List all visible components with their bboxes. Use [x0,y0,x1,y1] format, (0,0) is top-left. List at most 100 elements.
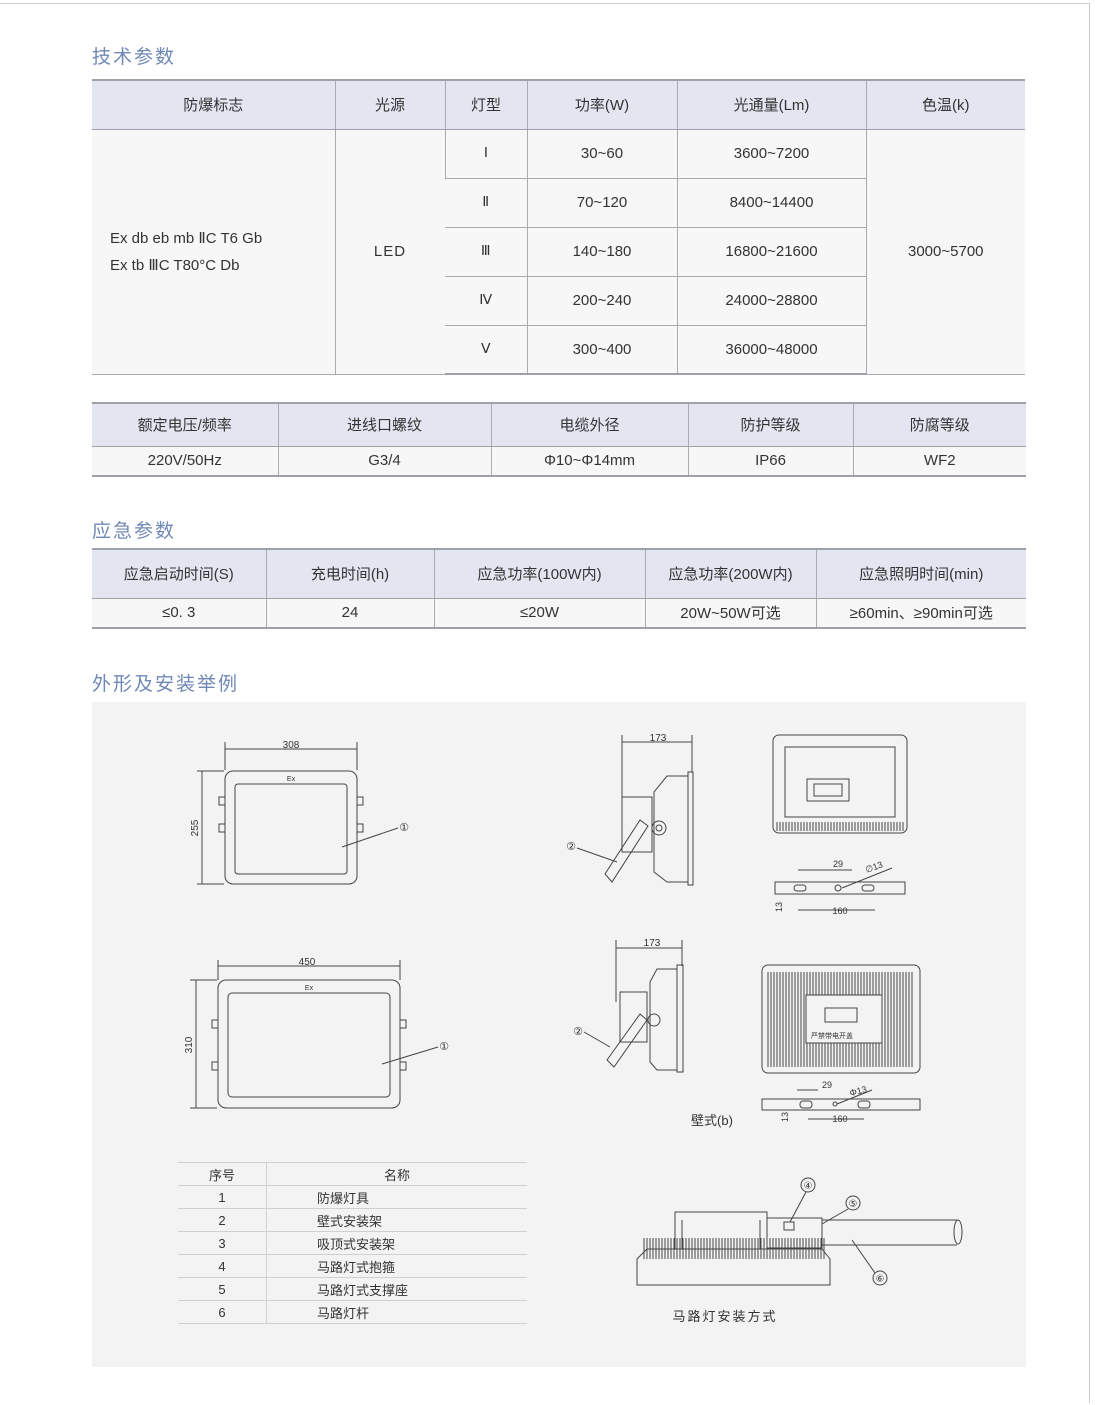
header-lamp-type: 灯型 [444,79,527,130]
flux-cell: 24000~28800 [676,276,866,326]
callout-4: ④ [804,1181,813,1192]
header-start-time: 应急启动时间(S) [92,548,266,599]
header-voltage: 额定电压/频率 [92,402,278,447]
header-flux: 光通量(Lm) [676,79,866,130]
side-view-1: 173 ② [566,733,694,886]
callout-1: ① [399,822,409,834]
table-row: Ⅴ 300~400 36000~48000 [92,325,1025,375]
header-thread: 进线口螺纹 [277,402,491,447]
light-source-cell: LED [334,129,445,375]
part-name: 防爆灯具 [266,1185,527,1209]
table-header-row: 额定电压/频率 进线口螺纹 电缆外径 防护等级 防腐等级 [92,402,1026,447]
table-row: 220V/50Hz G3/4 Φ10~Φ14mm IP66 WF2 [92,446,1026,477]
pole-mount-view: ④ ⑤ ⑥ [636,1177,963,1286]
power-cell: 30~60 [526,129,677,179]
ex-mark-line2: Ex tb ⅢC T80°C Db [110,256,240,274]
flux-cell: 3600~7200 [676,129,866,179]
anticorrosion-cell: WF2 [852,446,1026,477]
power-200-cell: 20W~50W可选 [644,598,816,629]
dim-slot: 29 [833,859,843,869]
flux-cell: 16800~21600 [676,227,866,277]
lamp-type-cell: Ⅳ [445,276,527,326]
table-row: Ⅳ 200~240 24000~28800 [92,276,1025,326]
lamp-window [234,783,348,875]
part-no: 2 [178,1208,267,1232]
light-time-cell: ≥60min、≥90min可选 [815,598,1026,629]
power-100-cell: ≤20W [433,598,645,629]
part-name: 壁式安装架 [266,1208,527,1232]
lamp-body [217,979,401,1109]
callout-1: ① [439,1041,449,1053]
part-no: 3 [178,1231,267,1255]
electrical-spec-table: 额定电压/频率 进线口螺纹 电缆外径 防护等级 防腐等级 220V/50Hz G… [92,402,1026,477]
header-no: 序号 [178,1162,267,1186]
lamp-type-cell: Ⅲ [445,227,527,277]
dim-thickness: 13 [774,902,784,912]
header-power-100: 应急功率(100W内) [433,548,645,599]
side-view-2: 173 ② [573,938,684,1073]
lamp-body [224,770,358,885]
pole-mount-caption: 马路灯安装方式 [672,1309,777,1324]
table-row: Ⅱ 70~120 8400~14400 [92,178,1025,228]
part-no: 1 [178,1185,267,1209]
page-border-right [1089,3,1090,1403]
callout-2: ② [566,841,576,853]
back-view-2: 严禁带电开盖 29 Φ13 160 13 [761,964,921,1124]
dim-span: 160 [832,906,847,916]
drawings-panel: 308 255 Ex ① 450 310 Ex ① 173 [92,702,1026,1367]
lamp-body-side [636,1248,831,1286]
header-ip: 防护等级 [687,402,853,447]
header-power: 功率(W) [526,79,677,130]
dim-thickness: 13 [780,1112,790,1122]
part-name: 马路灯式抱箍 [266,1254,527,1278]
start-time-cell: ≤0. 3 [92,598,266,629]
voltage-cell: 220V/50Hz [92,446,278,477]
lamp-type-cell: Ⅱ [445,178,527,228]
page-border-top [0,3,1090,4]
lamp-window [227,992,391,1098]
header-light-time: 应急照明时间(min) [815,548,1026,599]
ex-label: Ex [305,985,314,992]
dim-hole: Φ13 [849,1084,868,1098]
pole [822,1219,957,1246]
flux-cell: 8400~14400 [676,178,866,228]
cable-cell: Φ10~Φ14mm [490,446,688,477]
dim-width: 450 [299,957,316,968]
dim-width: 308 [283,740,300,751]
ip-cell: IP66 [687,446,853,477]
section-title-emergency: 应急参数 [92,521,177,542]
technical-drawings: 308 255 Ex ① 450 310 Ex ① 173 [184,733,963,1324]
lamp-type-cell: Ⅰ [444,129,527,179]
header-charge-time: 充电时间(h) [265,548,434,599]
tech-spec-table: 防爆标志 光源 灯型 功率(W) 光通量(Lm) 色温(k) Ex db eb … [92,79,1025,375]
header-color-temp: 色温(k) [865,79,1025,130]
lamp-type-cell: Ⅴ [445,325,527,375]
header-ex-mark: 防爆标志 [92,79,335,130]
callout-2: ② [573,1026,583,1038]
dim-height: 310 [184,1036,195,1053]
power-cell: 300~400 [526,325,677,375]
header-power-200: 应急功率(200W内) [644,548,816,599]
ex-mark-cell: Ex db eb mb ⅡC T6 Gb Ex tb ⅢC T80°C Db [92,129,335,375]
table-row: Ⅲ 140~180 16800~21600 [92,227,1025,277]
heat-sink-fins [776,822,904,831]
charge-time-cell: 24 [265,598,434,629]
header-name: 名称 [266,1162,527,1186]
part-name: 马路灯式支撑座 [266,1277,527,1301]
table-row: Ex db eb mb ⅡC T6 Gb Ex tb ⅢC T80°C Db L… [92,129,1025,375]
power-cell: 140~180 [526,227,677,277]
header-light-source: 光源 [334,79,445,130]
part-name: 吸顶式安装架 [266,1231,527,1255]
front-view-small: 308 255 Ex ① [190,740,409,885]
emergency-spec-table: 应急启动时间(S) 充电时间(h) 应急功率(100W内) 应急功率(200W内… [92,548,1026,629]
power-cell: 200~240 [526,276,677,326]
table-header-row: 序号 名称 [178,1162,527,1186]
table-header-row: 应急启动时间(S) 充电时间(h) 应急功率(100W内) 应急功率(200W内… [92,548,1026,599]
warning-label: 严禁带电开盖 [811,1031,853,1040]
part-no: 4 [178,1254,267,1278]
part-no: 5 [178,1277,267,1301]
